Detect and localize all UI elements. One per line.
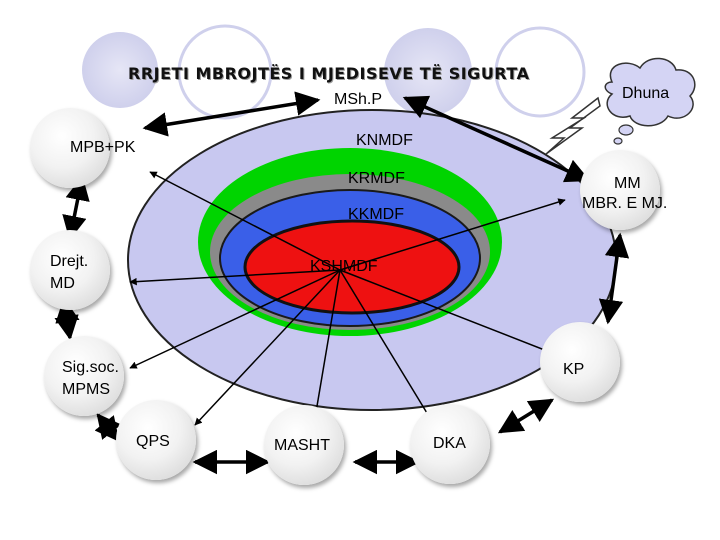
lightning-icon [545,96,601,155]
node-mpb-pk-circle [30,108,110,188]
node-sigsoc-circle [44,336,124,416]
dhuna-cloud [604,57,696,145]
node-sigsoc-label-line2: MPMS [62,381,110,398]
node-dka-circle [410,404,490,484]
node-mm-label-line2: MBR. E MJ. [582,195,668,212]
connector-lines [129,171,566,426]
node-qps-circle [116,400,196,480]
ring-kshmdf-label: KSHMDF [310,258,378,275]
node-masht-circle [264,405,344,485]
node-mm-circle [580,150,660,230]
node-kp-circle [540,322,620,402]
node-mm-label-line1: MM [614,175,641,192]
node-dhuna-label: Dhuna [622,85,670,102]
node-masht-label: MASHT [274,437,330,454]
node-dka-label: DKA [433,435,466,452]
concentric-rings [127,109,617,411]
node-drejt-label-line1: Drejt. [50,253,89,270]
node-drejt-label-line2: MD [50,275,75,292]
ring-kkmdf-label: KKMDF [348,206,404,223]
ring-krmdf-label: KRMDF [348,170,405,187]
node-mpb-pk-label: MPB+PK [70,139,136,156]
network-arrows [54,91,630,475]
node-mshp-label: MSh.P [334,91,383,108]
node-drejt-md-circle [30,230,110,310]
node-kp-label: KP [563,361,585,378]
node-qps-label: QPS [136,433,170,450]
node-sigsoc-label-line1: Sig.soc. [62,359,119,376]
ring-knmdf-label: KNMDF [356,132,413,149]
diagram-title: RRJETI MBROJTËS I MJEDISEVE TË SIGURTA [128,64,530,83]
